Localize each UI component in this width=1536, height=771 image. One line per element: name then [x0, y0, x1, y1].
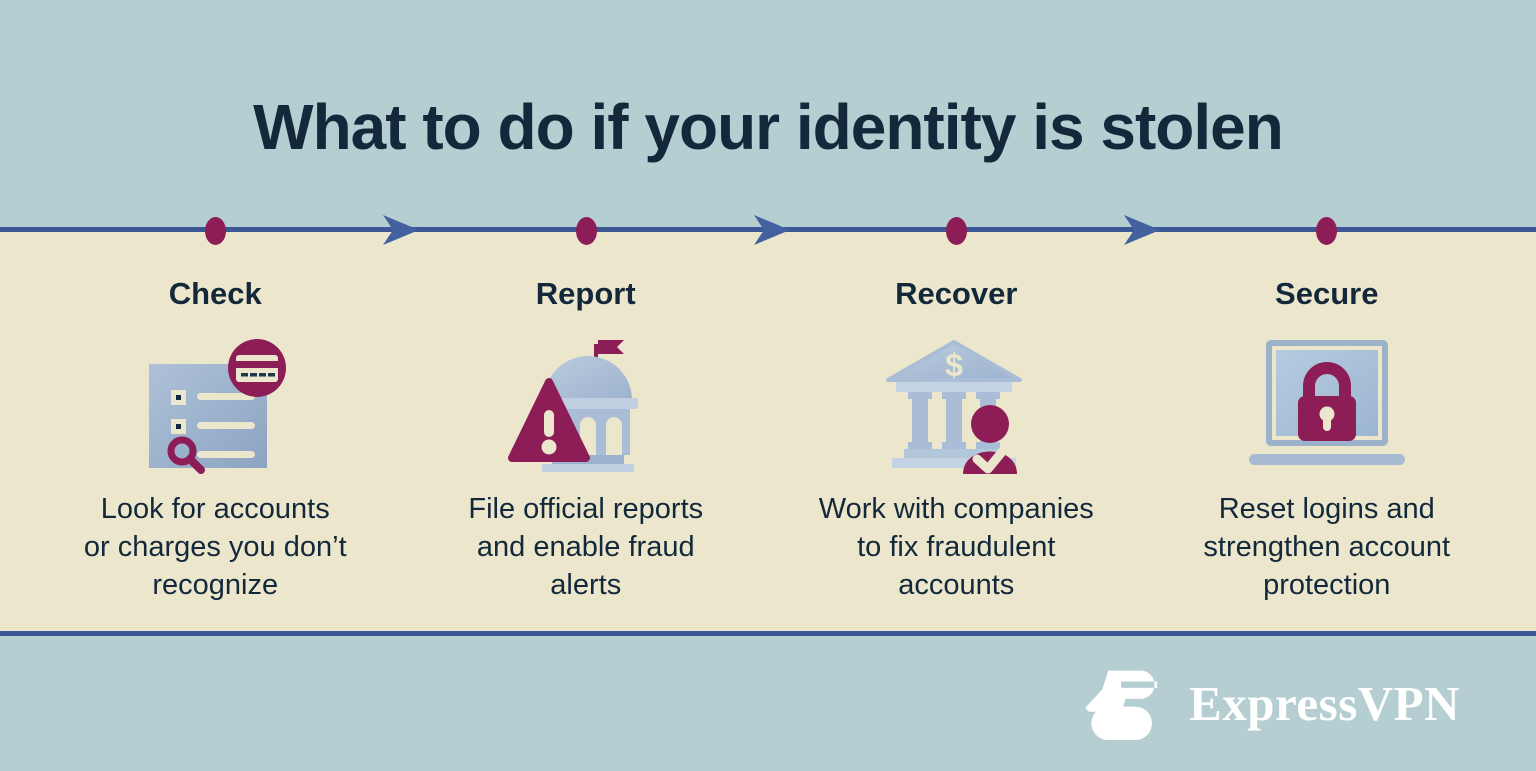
- brand-name: ExpressVPN: [1189, 676, 1460, 731]
- steps-row: Check: [30, 232, 1512, 631]
- arrow-right-icon: [383, 215, 419, 245]
- step-description: Reset logins and strengthen account prot…: [1203, 493, 1451, 601]
- step-description: Work with companies to fix fraudulent ac…: [818, 493, 1094, 601]
- arrow-right-icon: [1124, 215, 1160, 245]
- svg-text:$: $: [945, 347, 963, 383]
- government-building-warning-icon: [401, 332, 772, 476]
- step-label: Recover: [895, 276, 1018, 311]
- step-secure: Secure Rese: [1142, 232, 1513, 631]
- step-check: Check: [30, 232, 401, 631]
- brand-lockup: ExpressVPN: [1081, 636, 1460, 771]
- step-label: Check: [168, 276, 262, 311]
- timeline-dot-report: [576, 217, 597, 245]
- step-description: File official reports and enable fraud a…: [468, 493, 704, 601]
- bank-person-check-icon: $: [771, 332, 1142, 476]
- timeline-dot-check: [205, 217, 226, 245]
- top-band: [0, 0, 1536, 232]
- timeline-dot-recover: [946, 217, 967, 245]
- step-report: Report: [401, 232, 772, 631]
- timeline-dot-secure: [1316, 217, 1337, 245]
- step-label: Report: [535, 276, 636, 311]
- laptop-padlock-icon: [1142, 332, 1513, 476]
- bottom-band: [0, 636, 1536, 771]
- step-recover: Recover $: [771, 232, 1142, 631]
- step-label: Secure: [1275, 276, 1379, 311]
- page-title: What to do if your identity is stolen: [253, 91, 1284, 163]
- arrow-right-icon: [754, 215, 790, 245]
- bottom-divider-line: [0, 631, 1536, 636]
- step-description: Look for accounts or charges you don’t r…: [83, 493, 347, 601]
- document-search-icon: [30, 332, 401, 476]
- expressvpn-burger-icon: [1085, 670, 1158, 740]
